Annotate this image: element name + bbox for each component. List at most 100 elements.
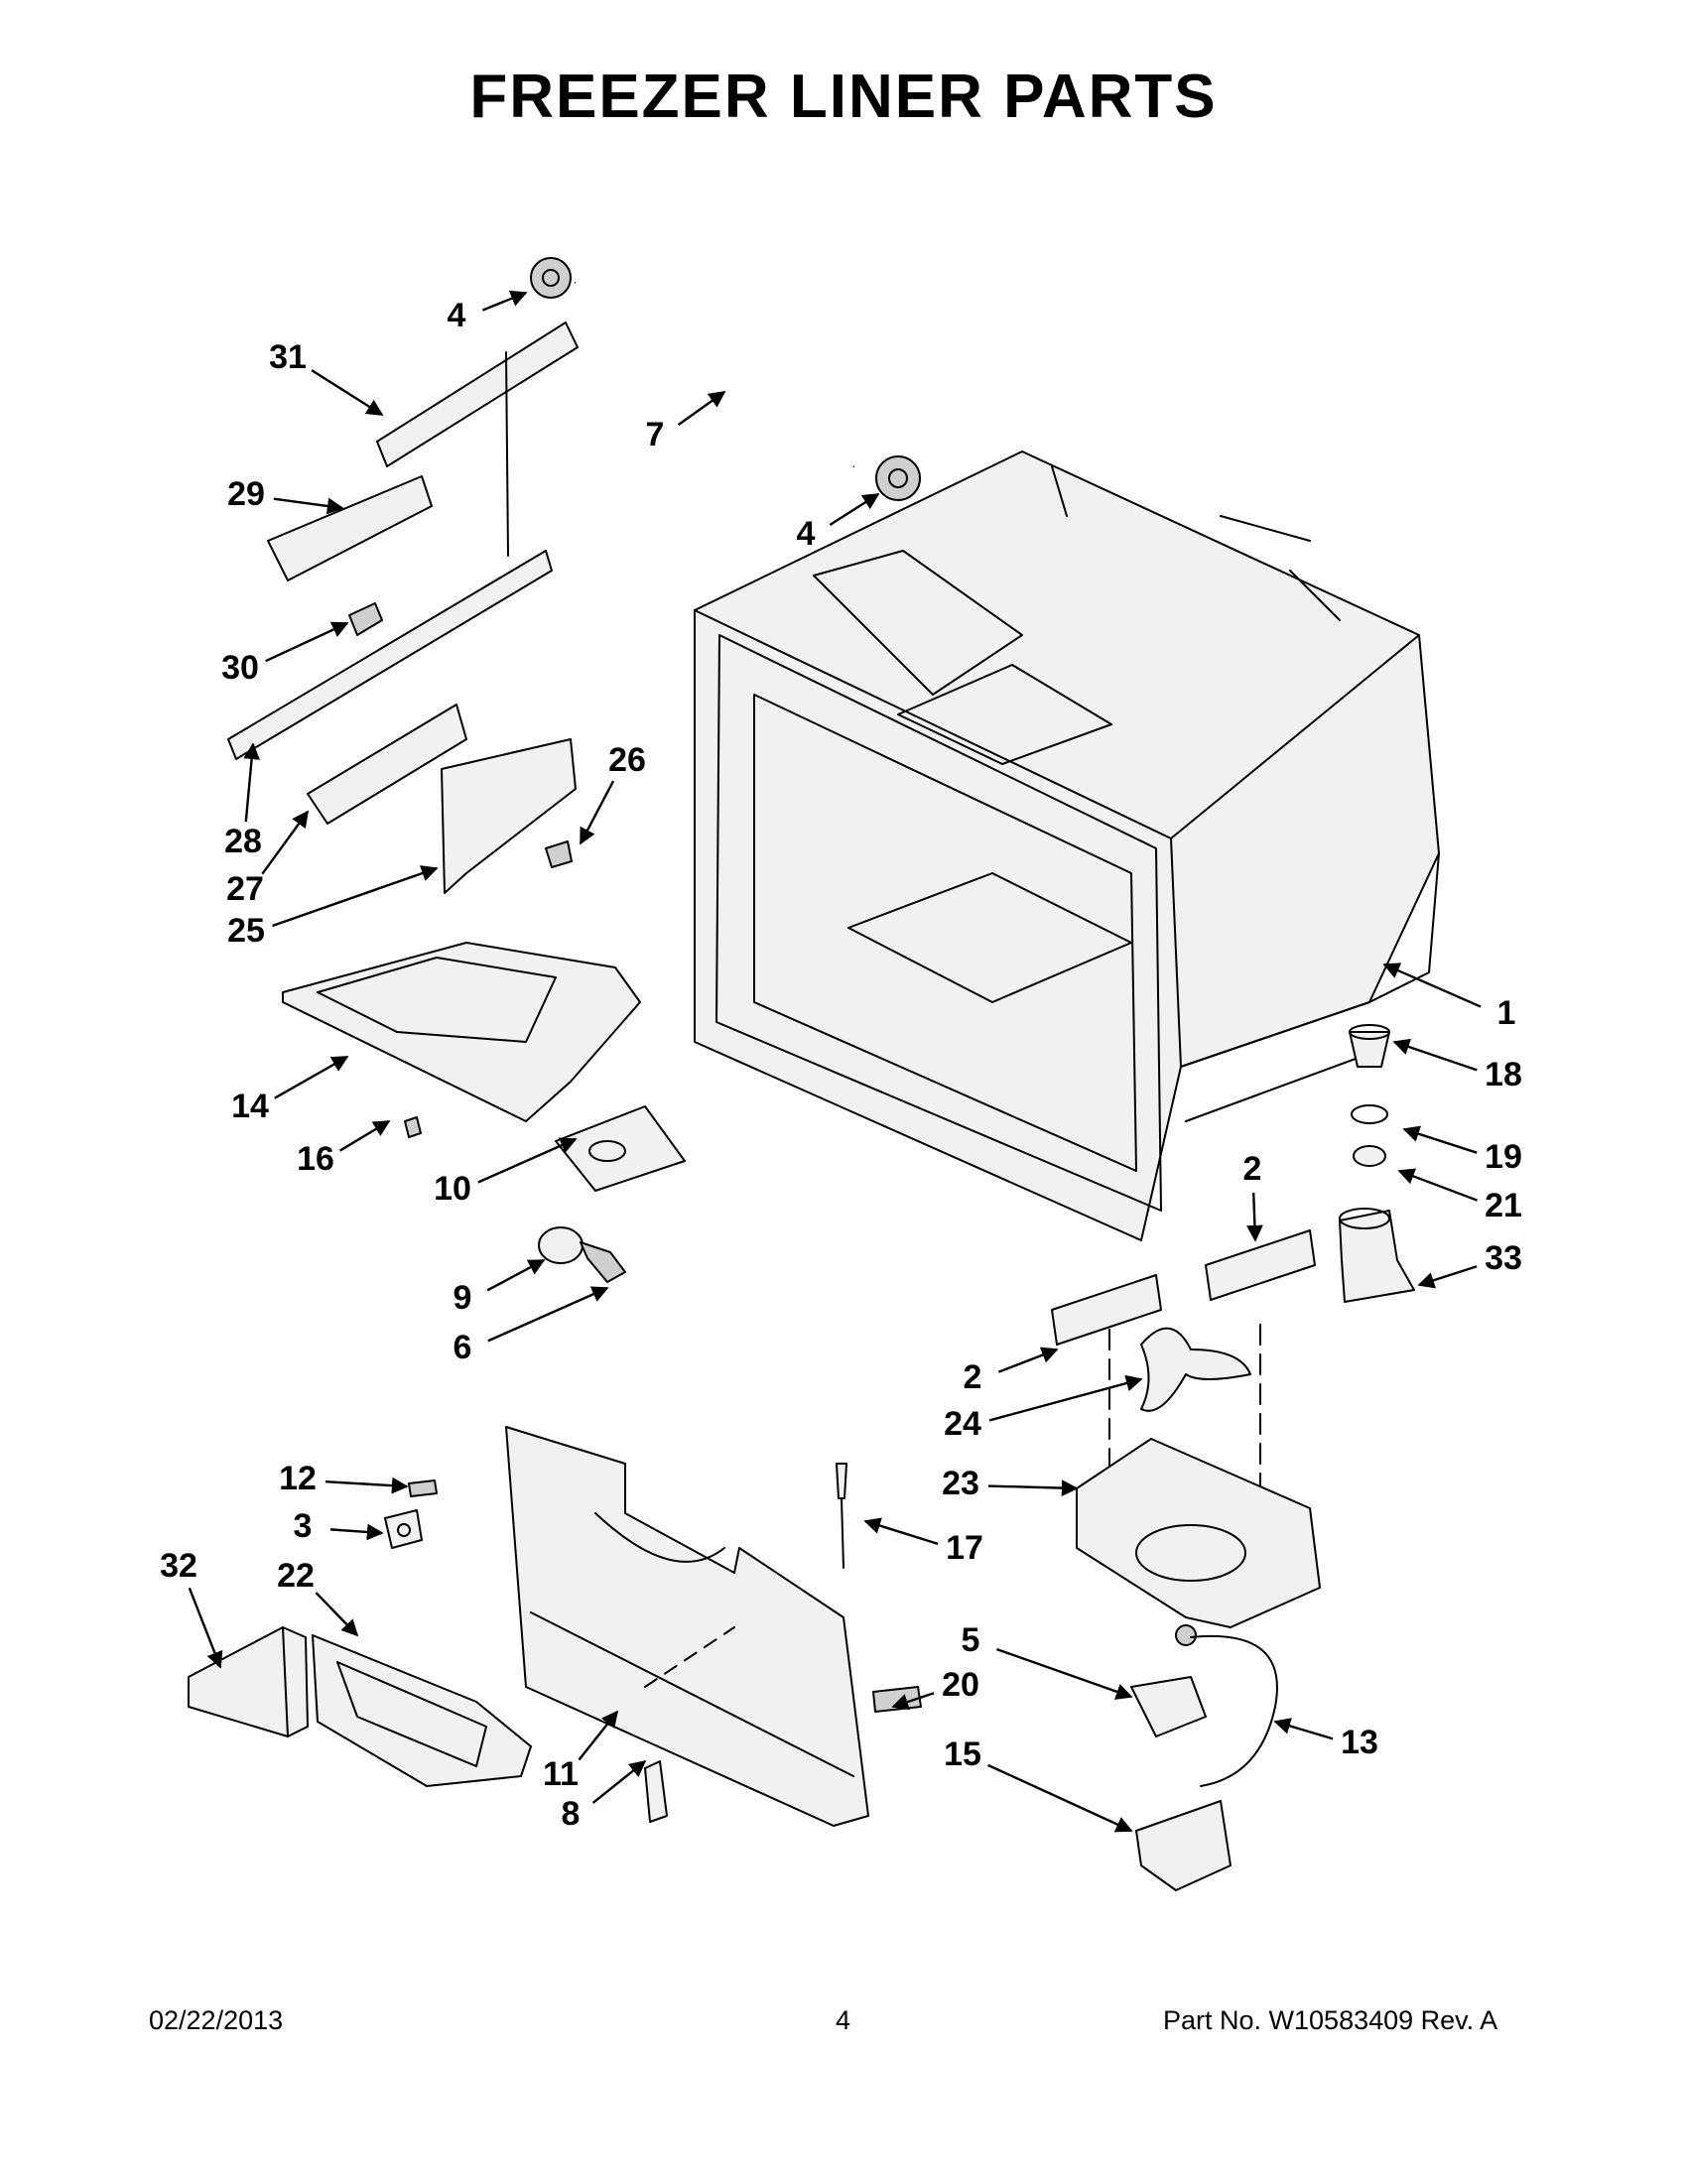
callout-leader-arrow xyxy=(315,1592,359,1637)
callout-label: 33 xyxy=(1485,1239,1522,1277)
callout-label: 25 xyxy=(227,912,265,950)
small-hardware xyxy=(384,1463,922,1823)
callout-3: 3 xyxy=(294,1507,384,1545)
callout-label: 2 xyxy=(1243,1150,1262,1188)
callout-leader-arrow xyxy=(486,1258,546,1292)
callout-label: 1 xyxy=(1497,994,1516,1032)
page-title: FREEZER LINER PARTS xyxy=(469,63,1218,131)
callout-label: 17 xyxy=(946,1529,983,1567)
callout-label: 9 xyxy=(454,1279,472,1317)
callout-1: 1 xyxy=(1382,963,1516,1032)
callout-leader-arrow xyxy=(1402,1125,1478,1154)
callout-label: 32 xyxy=(160,1547,197,1585)
callout-4: 4 xyxy=(797,492,880,553)
callout-leader-arrow xyxy=(188,1587,223,1669)
callout-28: 28 xyxy=(224,742,262,860)
callout-25: 25 xyxy=(227,865,439,950)
callout-leader-arrow xyxy=(579,780,615,845)
fan-grille-and-cover xyxy=(188,1626,532,1787)
callout-21: 21 xyxy=(1397,1168,1522,1224)
callout-leader-arrow xyxy=(272,865,439,928)
callout-10: 10 xyxy=(434,1137,578,1208)
freezer-liner xyxy=(694,450,1440,1241)
callout-leader-arrow xyxy=(1382,963,1482,1008)
callout-leader-arrow xyxy=(481,290,528,312)
callout-20: 20 xyxy=(891,1666,979,1711)
callout-19: 19 xyxy=(1402,1125,1522,1176)
callout-label: 19 xyxy=(1485,1138,1522,1176)
callout-leader-arrow xyxy=(1392,1038,1478,1072)
callout-leader-arrow xyxy=(265,621,349,663)
damper-parts xyxy=(1339,1024,1415,1303)
callout-leader-arrow xyxy=(311,369,384,417)
callout-label: 20 xyxy=(942,1666,979,1704)
gear-and-rod xyxy=(530,257,921,501)
footer-part-number: Part No. W10583409 Rev. A xyxy=(1163,2005,1498,2035)
callout-label: 23 xyxy=(942,1465,979,1502)
callout-6: 6 xyxy=(454,1286,609,1366)
callout-label: 14 xyxy=(231,1088,269,1125)
callout-14: 14 xyxy=(231,1055,349,1125)
callout-31: 31 xyxy=(269,338,384,417)
callout-2: 2 xyxy=(1243,1150,1263,1242)
callout-leader-arrow xyxy=(891,1692,935,1711)
callout-label: 5 xyxy=(962,1621,980,1659)
callout-leader-arrow xyxy=(829,492,880,527)
callout-label: 26 xyxy=(608,741,646,779)
light-bulb-and-socket xyxy=(538,1226,626,1283)
callout-leader-arrow xyxy=(339,1119,391,1152)
drain-tray xyxy=(282,942,686,1192)
callout-9: 9 xyxy=(454,1258,546,1317)
callout-label: 3 xyxy=(294,1507,313,1545)
callout-label: 27 xyxy=(226,870,264,908)
callout-label: 13 xyxy=(1341,1724,1378,1761)
callout-label: 7 xyxy=(646,416,665,453)
callout-label: 15 xyxy=(944,1735,981,1773)
slide-rail-assembly xyxy=(227,321,579,894)
callout-leader-arrow xyxy=(987,1763,1133,1833)
callout-leader-arrow xyxy=(677,391,726,427)
callout-13: 13 xyxy=(1273,1718,1378,1761)
callout-leader-arrow xyxy=(996,1647,1133,1700)
callout-29: 29 xyxy=(227,475,344,515)
callout-label: 8 xyxy=(562,1795,581,1833)
callout-leader-arrow xyxy=(863,1517,939,1546)
callout-label: 28 xyxy=(224,823,262,860)
callout-label: 21 xyxy=(1485,1187,1522,1224)
foam-pads xyxy=(1051,1229,1316,1346)
footer-date: 02/22/2013 xyxy=(149,2005,284,2035)
callout-23: 23 xyxy=(942,1465,1079,1502)
callout-22: 22 xyxy=(277,1557,359,1637)
evaporator-fan-assembly xyxy=(1076,1324,1321,1891)
callout-label: 4 xyxy=(797,515,816,553)
callout-leader-arrow xyxy=(591,1759,647,1804)
callout-17: 17 xyxy=(863,1517,983,1567)
callout-label: 10 xyxy=(434,1170,471,1208)
callout-leader-arrow xyxy=(987,1479,1079,1496)
callout-leader-arrow xyxy=(487,1286,609,1343)
callout-32: 32 xyxy=(160,1547,223,1669)
callout-33: 33 xyxy=(1417,1239,1522,1289)
callout-label: 18 xyxy=(1485,1056,1522,1093)
callout-24: 24 xyxy=(944,1374,1143,1443)
footer-page-number: 4 xyxy=(836,2005,851,2035)
callout-leader-arrow xyxy=(1417,1265,1478,1289)
callout-leader-arrow xyxy=(1246,1192,1263,1242)
callout-4: 4 xyxy=(448,290,528,334)
callout-leader-arrow xyxy=(988,1374,1143,1422)
callout-leader-arrow xyxy=(273,497,344,515)
callout-26: 26 xyxy=(579,741,646,845)
callout-leader-arrow xyxy=(274,1055,349,1099)
callout-2: 2 xyxy=(964,1347,1059,1396)
callout-label: 22 xyxy=(277,1557,315,1595)
callout-18: 18 xyxy=(1392,1038,1522,1093)
callout-label: 6 xyxy=(454,1329,472,1366)
callout-label: 4 xyxy=(448,297,466,334)
callout-leader-arrow xyxy=(324,1477,409,1494)
callout-leader-arrow xyxy=(997,1347,1059,1373)
callout-leader-arrow xyxy=(243,742,260,823)
callout-8: 8 xyxy=(562,1759,647,1833)
callout-5: 5 xyxy=(962,1621,1133,1700)
